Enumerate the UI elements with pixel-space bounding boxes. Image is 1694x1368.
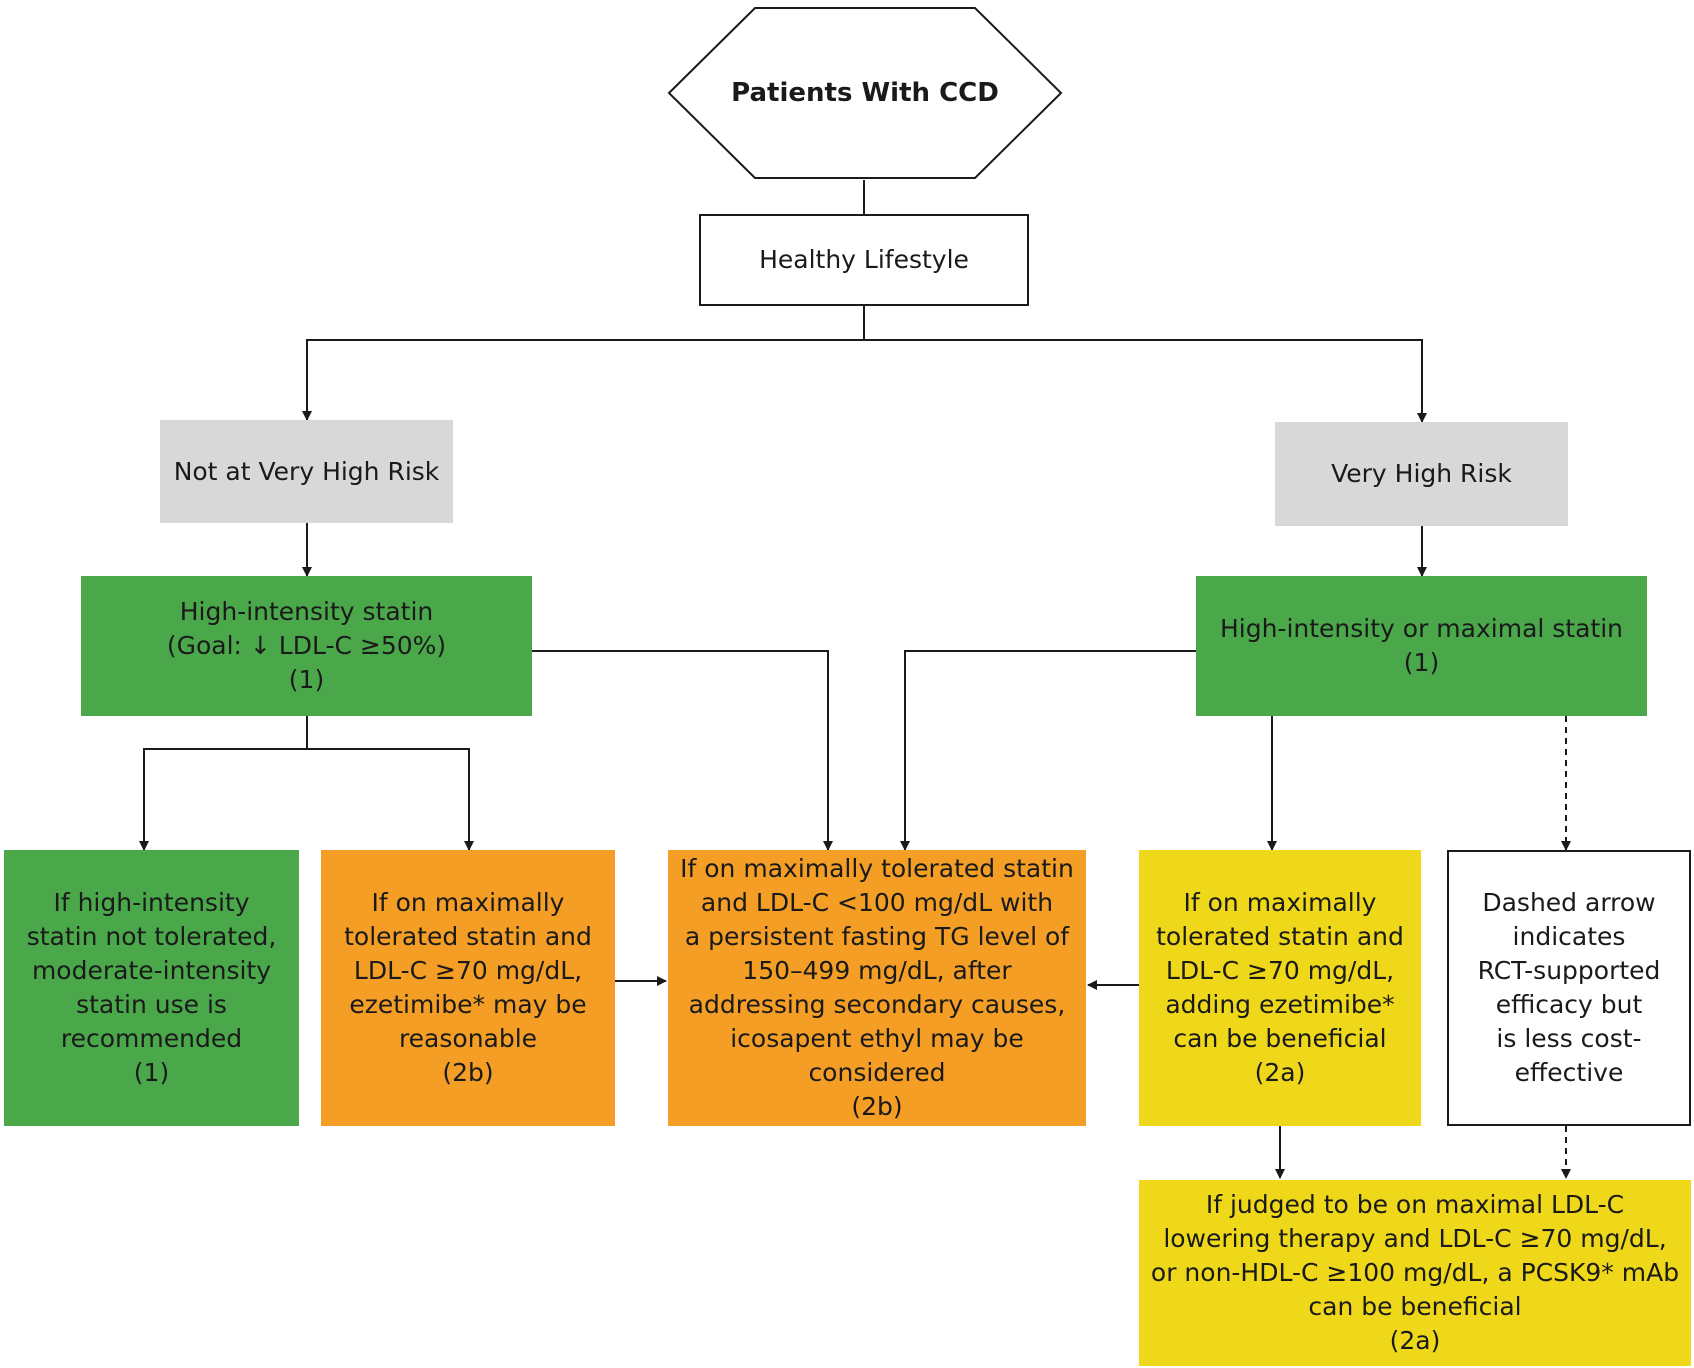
connector-lifestyle-split bbox=[302, 306, 865, 421]
moderate-statin-label: If high-intensity statin not tolerated, … bbox=[26, 888, 277, 1087]
connector-max-statin-to-icosapent bbox=[900, 650, 1196, 851]
high-intensity-statin-node: High-intensity statin (Goal: ↓ LDL-C ≥50… bbox=[81, 576, 532, 716]
start-node: Patients With CCD bbox=[667, 6, 1063, 180]
icosapent-label: If on maximally tolerated statin and LDL… bbox=[680, 854, 1074, 1121]
max-statin-node: High-intensity or maximal statin (1) bbox=[1196, 576, 1647, 716]
pcsk9-label: If judged to be on maximal LDL-C lowerin… bbox=[1150, 1190, 1680, 1355]
dashed-arrow-legend-node: Dashed arrow indicates RCT-supported eff… bbox=[1447, 850, 1691, 1126]
not-very-high-risk-label: Not at Very High Risk bbox=[173, 456, 440, 486]
start-node-label: Patients With CCD bbox=[731, 78, 999, 108]
ezetimibe-2b-label: If on maximally tolerated statin and LDL… bbox=[344, 888, 592, 1087]
pcsk9-node: If judged to be on maximal LDL-C lowerin… bbox=[1139, 1180, 1691, 1366]
lifestyle-node-label: Healthy Lifestyle bbox=[759, 245, 969, 274]
connector-lifestyle-to-very-high-risk bbox=[864, 339, 1427, 423]
very-high-risk-label: Very High Risk bbox=[1331, 459, 1512, 488]
high-intensity-statin-label: High-intensity statin (Goal: ↓ LDL-C ≥50… bbox=[166, 597, 447, 694]
moderate-statin-node: If high-intensity statin not tolerated, … bbox=[4, 850, 299, 1126]
lifestyle-node: Healthy Lifestyle bbox=[699, 214, 1029, 306]
very-high-risk-node: Very High Risk bbox=[1275, 422, 1568, 526]
ezetimibe-2b-node: If on maximally tolerated statin and LDL… bbox=[321, 850, 615, 1126]
max-statin-label: High-intensity or maximal statin (1) bbox=[1219, 614, 1624, 677]
start-hexagon-shape bbox=[667, 7, 1063, 179]
connector-statin-split-left bbox=[139, 716, 308, 851]
icosapent-node: If on maximally tolerated statin and LDL… bbox=[668, 850, 1086, 1126]
connector-statin-to-icosapent bbox=[532, 650, 833, 851]
dashed-arrow-legend-label: Dashed arrow indicates RCT-supported eff… bbox=[1477, 888, 1661, 1087]
connector-statin-split-right bbox=[307, 748, 474, 851]
not-very-high-risk-node: Not at Very High Risk bbox=[160, 420, 453, 523]
ezetimibe-2a-label: If on maximally tolerated statin and LDL… bbox=[1156, 888, 1404, 1087]
ezetimibe-2a-node: If on maximally tolerated statin and LDL… bbox=[1139, 850, 1421, 1126]
